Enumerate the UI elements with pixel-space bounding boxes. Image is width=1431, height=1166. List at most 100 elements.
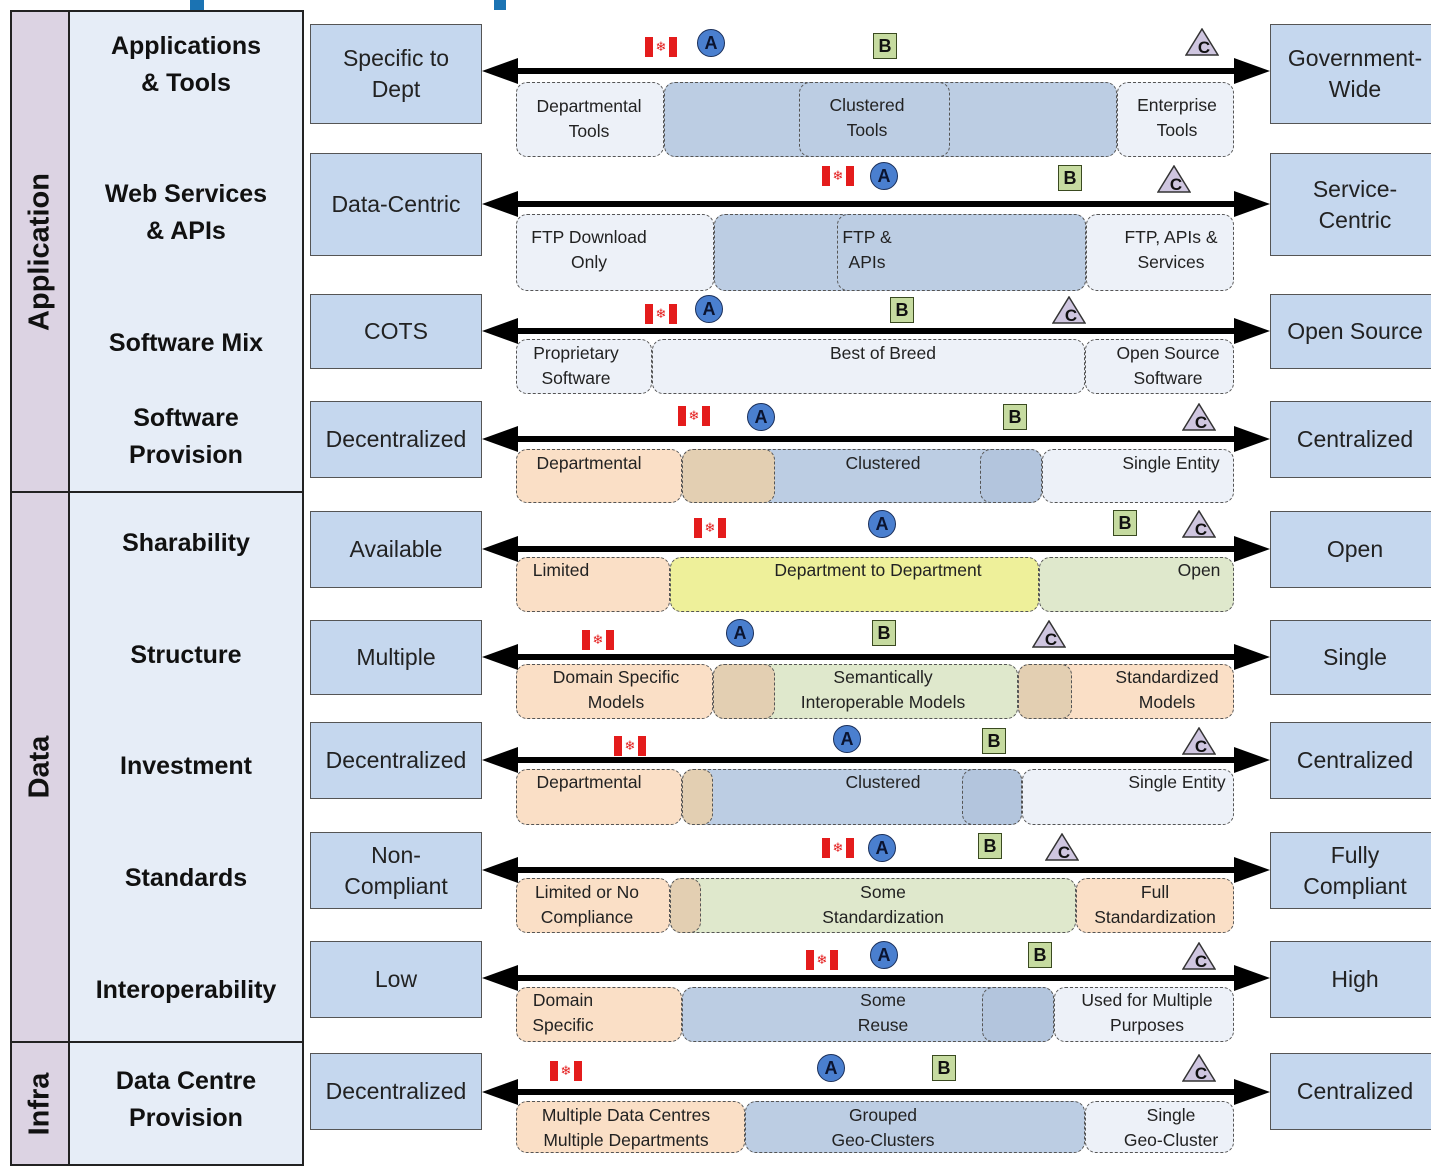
marker-a-circle: A	[695, 295, 723, 323]
band-segment-label: FTP Download Only	[531, 227, 647, 272]
svg-text:C: C	[1195, 1064, 1207, 1082]
flag-canada-icon: ❄	[550, 1061, 582, 1081]
band-segment	[516, 1101, 745, 1153]
right-endpoint-box: Centralized	[1270, 401, 1431, 478]
marker-a-circle: A	[868, 834, 896, 862]
band-segment	[1085, 1101, 1234, 1153]
band-segment	[1022, 769, 1234, 825]
svg-text:C: C	[1045, 630, 1057, 648]
arrowhead-right-icon	[1234, 965, 1270, 991]
marker-c-triangle: C	[1181, 1053, 1217, 1083]
band-segment-label: Semantically Interoperable Models	[800, 667, 966, 712]
right-endpoint-box: Centralized	[1270, 1053, 1431, 1130]
arrowhead-left-icon	[482, 426, 518, 452]
marker-a-circle: A	[817, 1054, 845, 1082]
band-segment	[1042, 449, 1234, 503]
band-overlap	[682, 449, 775, 503]
marker-a-circle: A	[868, 510, 896, 538]
topic-label: Investment	[120, 751, 252, 780]
band-segment	[1076, 878, 1234, 933]
svg-text:C: C	[1195, 952, 1207, 970]
marker-a-circle: A	[833, 725, 861, 753]
flag-canada-icon: ❄	[806, 950, 838, 970]
band-segment	[1086, 214, 1234, 291]
marker-c-triangle: C	[1181, 509, 1217, 539]
topic-label: Web Services & APIs	[104, 180, 268, 245]
flag-canada-icon: ❄	[645, 37, 677, 57]
arrowhead-left-icon	[482, 1079, 518, 1105]
right-endpoint-box: Fully Compliant	[1270, 832, 1431, 909]
arrowhead-right-icon	[1234, 1079, 1270, 1105]
band-segment-label: Clustered Tools	[829, 95, 905, 140]
arrowhead-right-icon	[1234, 644, 1270, 670]
double-arrow-line	[510, 975, 1242, 981]
marker-c-triangle: C	[1181, 941, 1217, 971]
marker-b-square: B	[1058, 165, 1082, 191]
marker-b-square: B	[890, 297, 914, 323]
band-segment-label: Some Standardization	[822, 882, 944, 927]
right-endpoint-box: Open Source	[1270, 294, 1431, 369]
topic-column-infra	[68, 1041, 304, 1166]
band-segment-label: Departmental Tools	[536, 96, 642, 141]
band-segment	[1117, 82, 1234, 157]
band-overlap	[980, 449, 1042, 503]
band-overlap	[962, 769, 1022, 825]
marker-c-triangle: C	[1184, 27, 1220, 57]
band-segment	[670, 557, 1039, 612]
arrowhead-left-icon	[482, 965, 518, 991]
marker-c-triangle: C	[1181, 726, 1217, 756]
topic-label: Structure	[130, 640, 242, 669]
arrowhead-right-icon	[1234, 747, 1270, 773]
arrowhead-left-icon	[482, 857, 518, 883]
band-segment	[1039, 557, 1234, 612]
band-segment-label: Proprietary Software	[533, 343, 619, 388]
band-segment-label: Domain Specific	[532, 990, 594, 1035]
category-infra: Infra	[10, 1041, 70, 1166]
right-endpoint-box: Single	[1270, 620, 1431, 695]
marker-c-triangle: C	[1031, 619, 1067, 649]
svg-text:C: C	[1065, 306, 1077, 324]
arrowhead-left-icon	[482, 747, 518, 773]
left-endpoint-box: Available	[310, 511, 482, 588]
topic-column-application	[68, 10, 304, 493]
band-segment-label: Standardized Models	[1115, 667, 1219, 712]
band-segment	[516, 878, 670, 933]
double-arrow-line	[510, 436, 1242, 442]
left-endpoint-box: Data-Centric	[310, 153, 482, 256]
arrowhead-left-icon	[482, 58, 518, 84]
band-segment-label: Grouped Geo-Clusters	[831, 1105, 935, 1150]
band-segment	[1054, 987, 1234, 1042]
band-segment	[516, 339, 652, 394]
marker-b-square: B	[982, 728, 1006, 754]
band-segment	[516, 82, 664, 157]
marker-c-triangle: C	[1051, 295, 1087, 325]
double-arrow-line	[510, 654, 1242, 660]
topic-label: Applications & Tools	[110, 32, 261, 97]
band-segment-label: Departmental	[536, 772, 642, 792]
band-segment-label: Limited	[532, 560, 590, 580]
svg-text:C: C	[1170, 175, 1182, 193]
marker-c-triangle: C	[1044, 832, 1080, 862]
arrowhead-right-icon	[1234, 857, 1270, 883]
left-endpoint-box: Decentralized	[310, 1053, 482, 1130]
flag-canada-icon: ❄	[582, 630, 614, 650]
right-endpoint-box: Government- Wide	[1270, 24, 1431, 124]
topic-label: Interoperability	[95, 975, 277, 1004]
arrowhead-right-icon	[1234, 426, 1270, 452]
band-overlap	[682, 769, 713, 825]
topic-column-data	[68, 491, 304, 1043]
band-segment-label: Department to Department	[774, 560, 982, 580]
flag-canada-icon: ❄	[645, 304, 677, 324]
band-segment-label: Limited or No Compliance	[534, 882, 640, 927]
band-segment	[516, 214, 714, 291]
band-overlap	[837, 214, 1086, 291]
marker-b-square: B	[932, 1055, 956, 1081]
arrowhead-left-icon	[482, 536, 518, 562]
band-segment-label: FTP, APIs & Services	[1124, 227, 1218, 272]
band-segment-label: Departmental	[536, 453, 642, 473]
svg-text:C: C	[1195, 737, 1207, 755]
right-endpoint-box: Service- Centric	[1270, 153, 1431, 256]
marker-c-triangle: C	[1156, 164, 1192, 194]
arrowhead-left-icon	[482, 191, 518, 217]
double-arrow-line	[510, 546, 1242, 552]
